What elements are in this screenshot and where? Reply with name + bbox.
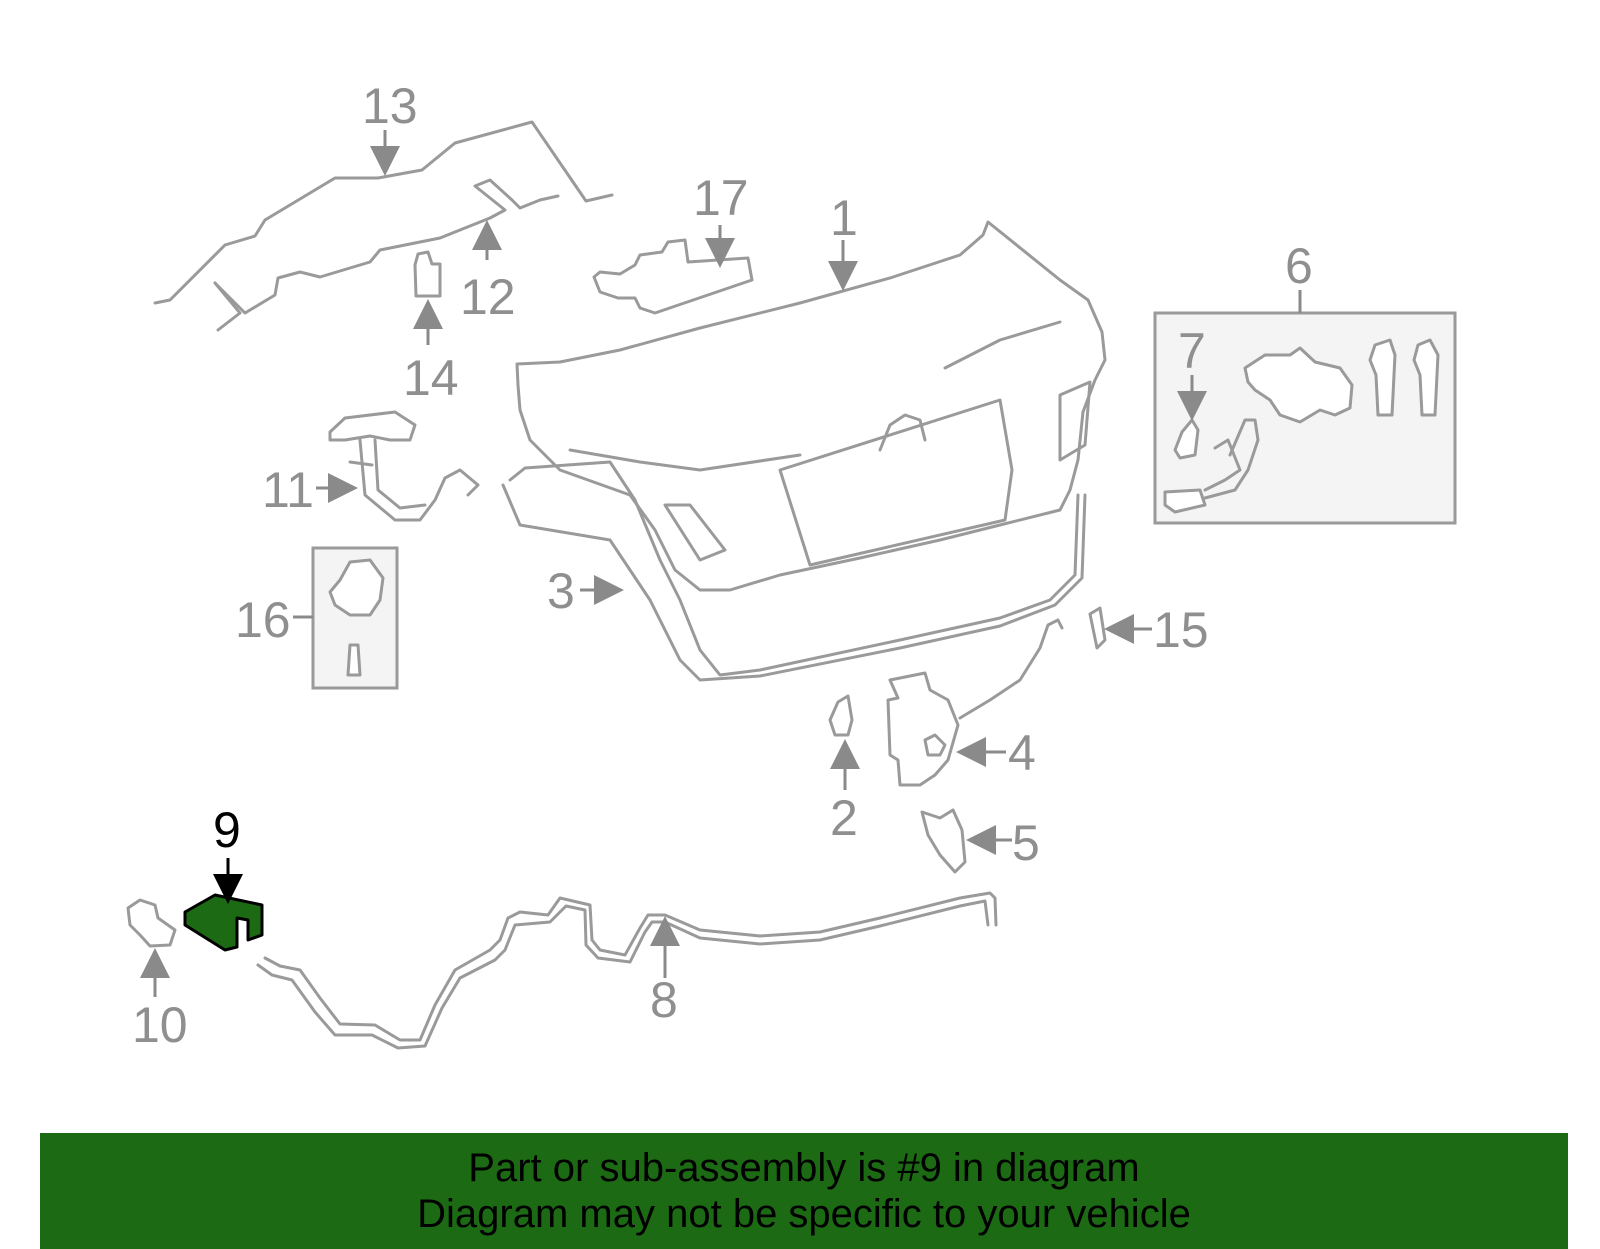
- callout-15: 15: [1153, 602, 1209, 658]
- callout-9: 9: [213, 802, 241, 858]
- callout-3: 3: [547, 563, 575, 619]
- callout-8: 8: [650, 972, 678, 1028]
- part-9-highlighted: [183, 893, 264, 952]
- callout-4: 4: [1008, 725, 1036, 781]
- callout-11: 11: [262, 462, 314, 518]
- banner-line-2: Diagram may not be specific to your vehi…: [417, 1192, 1191, 1236]
- callout-2: 2: [830, 790, 858, 846]
- part-14-shape: [413, 250, 442, 298]
- callout-6: 6: [1285, 238, 1313, 294]
- callout-16: 16: [235, 592, 291, 648]
- callout-5: 5: [1012, 815, 1040, 871]
- callout-1: 1: [830, 190, 858, 246]
- info-banner: Part or sub-assembly is #9 in diagram Di…: [40, 1133, 1568, 1249]
- part-13-shape: [153, 120, 614, 332]
- callout-14: 14: [403, 350, 459, 406]
- callout-7: 7: [1178, 323, 1206, 379]
- part-3-seal: [501, 460, 1087, 682]
- part-5-shape: [920, 808, 967, 874]
- callout-12: 12: [460, 269, 516, 325]
- part-17-shape: [592, 238, 754, 315]
- part-15-shape: [1088, 606, 1107, 650]
- part-11-shape: [328, 410, 480, 522]
- callout-13: 13: [362, 78, 418, 134]
- part-16-inset: [311, 546, 399, 690]
- part-8-cable: [256, 891, 998, 1050]
- callout-10: 10: [132, 997, 188, 1053]
- banner-line-1: Part or sub-assembly is #9 in diagram: [468, 1146, 1140, 1190]
- part-2-shape: [828, 694, 854, 737]
- part-10-shape: [126, 898, 177, 948]
- callout-17: 17: [693, 170, 749, 226]
- part-4-lock: [886, 618, 1064, 787]
